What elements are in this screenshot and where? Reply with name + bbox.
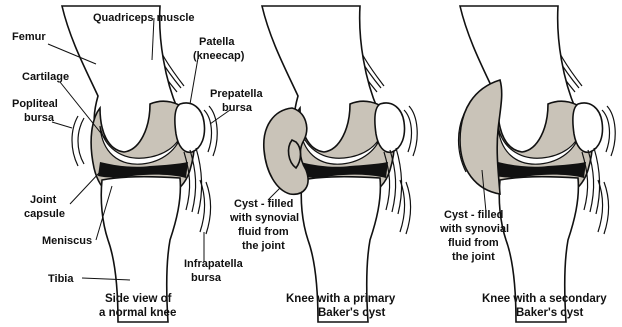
popliteal-bursa-shape [72, 116, 78, 166]
label-prepatella: Prepatella [210, 88, 263, 100]
normal-knee-panel: Quadriceps muscle Femur Patella (kneecap… [12, 6, 263, 322]
secondary-cyst-panel: Cyst - filled with synovial fluid from t… [439, 6, 615, 322]
label-kneecap: (kneecap) [193, 50, 245, 62]
label-prepatella-bursa: bursa [222, 102, 253, 114]
label-cyst1-line1: Cyst - filled [234, 198, 293, 210]
label-femur: Femur [12, 31, 46, 43]
primary-cyst-panel: Cyst - filled with synovial fluid from t… [229, 6, 417, 322]
label-cyst2-line1: Cyst - filled [444, 209, 503, 221]
label-cyst1-line4: the joint [242, 240, 285, 252]
caption-primary-line2: Baker's cyst [318, 307, 385, 319]
label-cyst2-line2: with synovial [439, 223, 509, 235]
infrapatella-bursa-shape [200, 180, 205, 232]
label-joint-capsule: capsule [24, 208, 65, 220]
label-joint: Joint [30, 194, 57, 206]
caption-secondary-line2: Baker's cyst [516, 307, 583, 319]
label-infrapatella: Infrapatella [184, 258, 244, 270]
label-tibia: Tibia [48, 273, 74, 285]
secondary-cyst-shape [460, 80, 502, 194]
label-popliteal: Popliteal [12, 98, 58, 110]
label-cyst1-line2: with synovial [229, 212, 299, 224]
label-patella: Patella [199, 36, 235, 48]
label-cyst2-line4: the joint [452, 251, 495, 263]
label-cartilage: Cartilage [22, 71, 69, 83]
label-quadriceps: Quadriceps muscle [93, 12, 195, 24]
caption-normal-line2: a normal knee [99, 307, 176, 319]
label-meniscus: Meniscus [42, 235, 92, 247]
label-popliteal-bursa: bursa [24, 112, 55, 124]
label-cyst2-line3: fluid from [448, 237, 499, 249]
caption-normal-line1: Side view of [105, 293, 172, 305]
caption-secondary-line1: Knee with a secondary [482, 293, 607, 305]
caption-primary-line1: Knee with a primary [286, 293, 396, 305]
label-infrapatella-bursa: bursa [191, 272, 222, 284]
label-cyst1-line3: fluid from [238, 226, 289, 238]
